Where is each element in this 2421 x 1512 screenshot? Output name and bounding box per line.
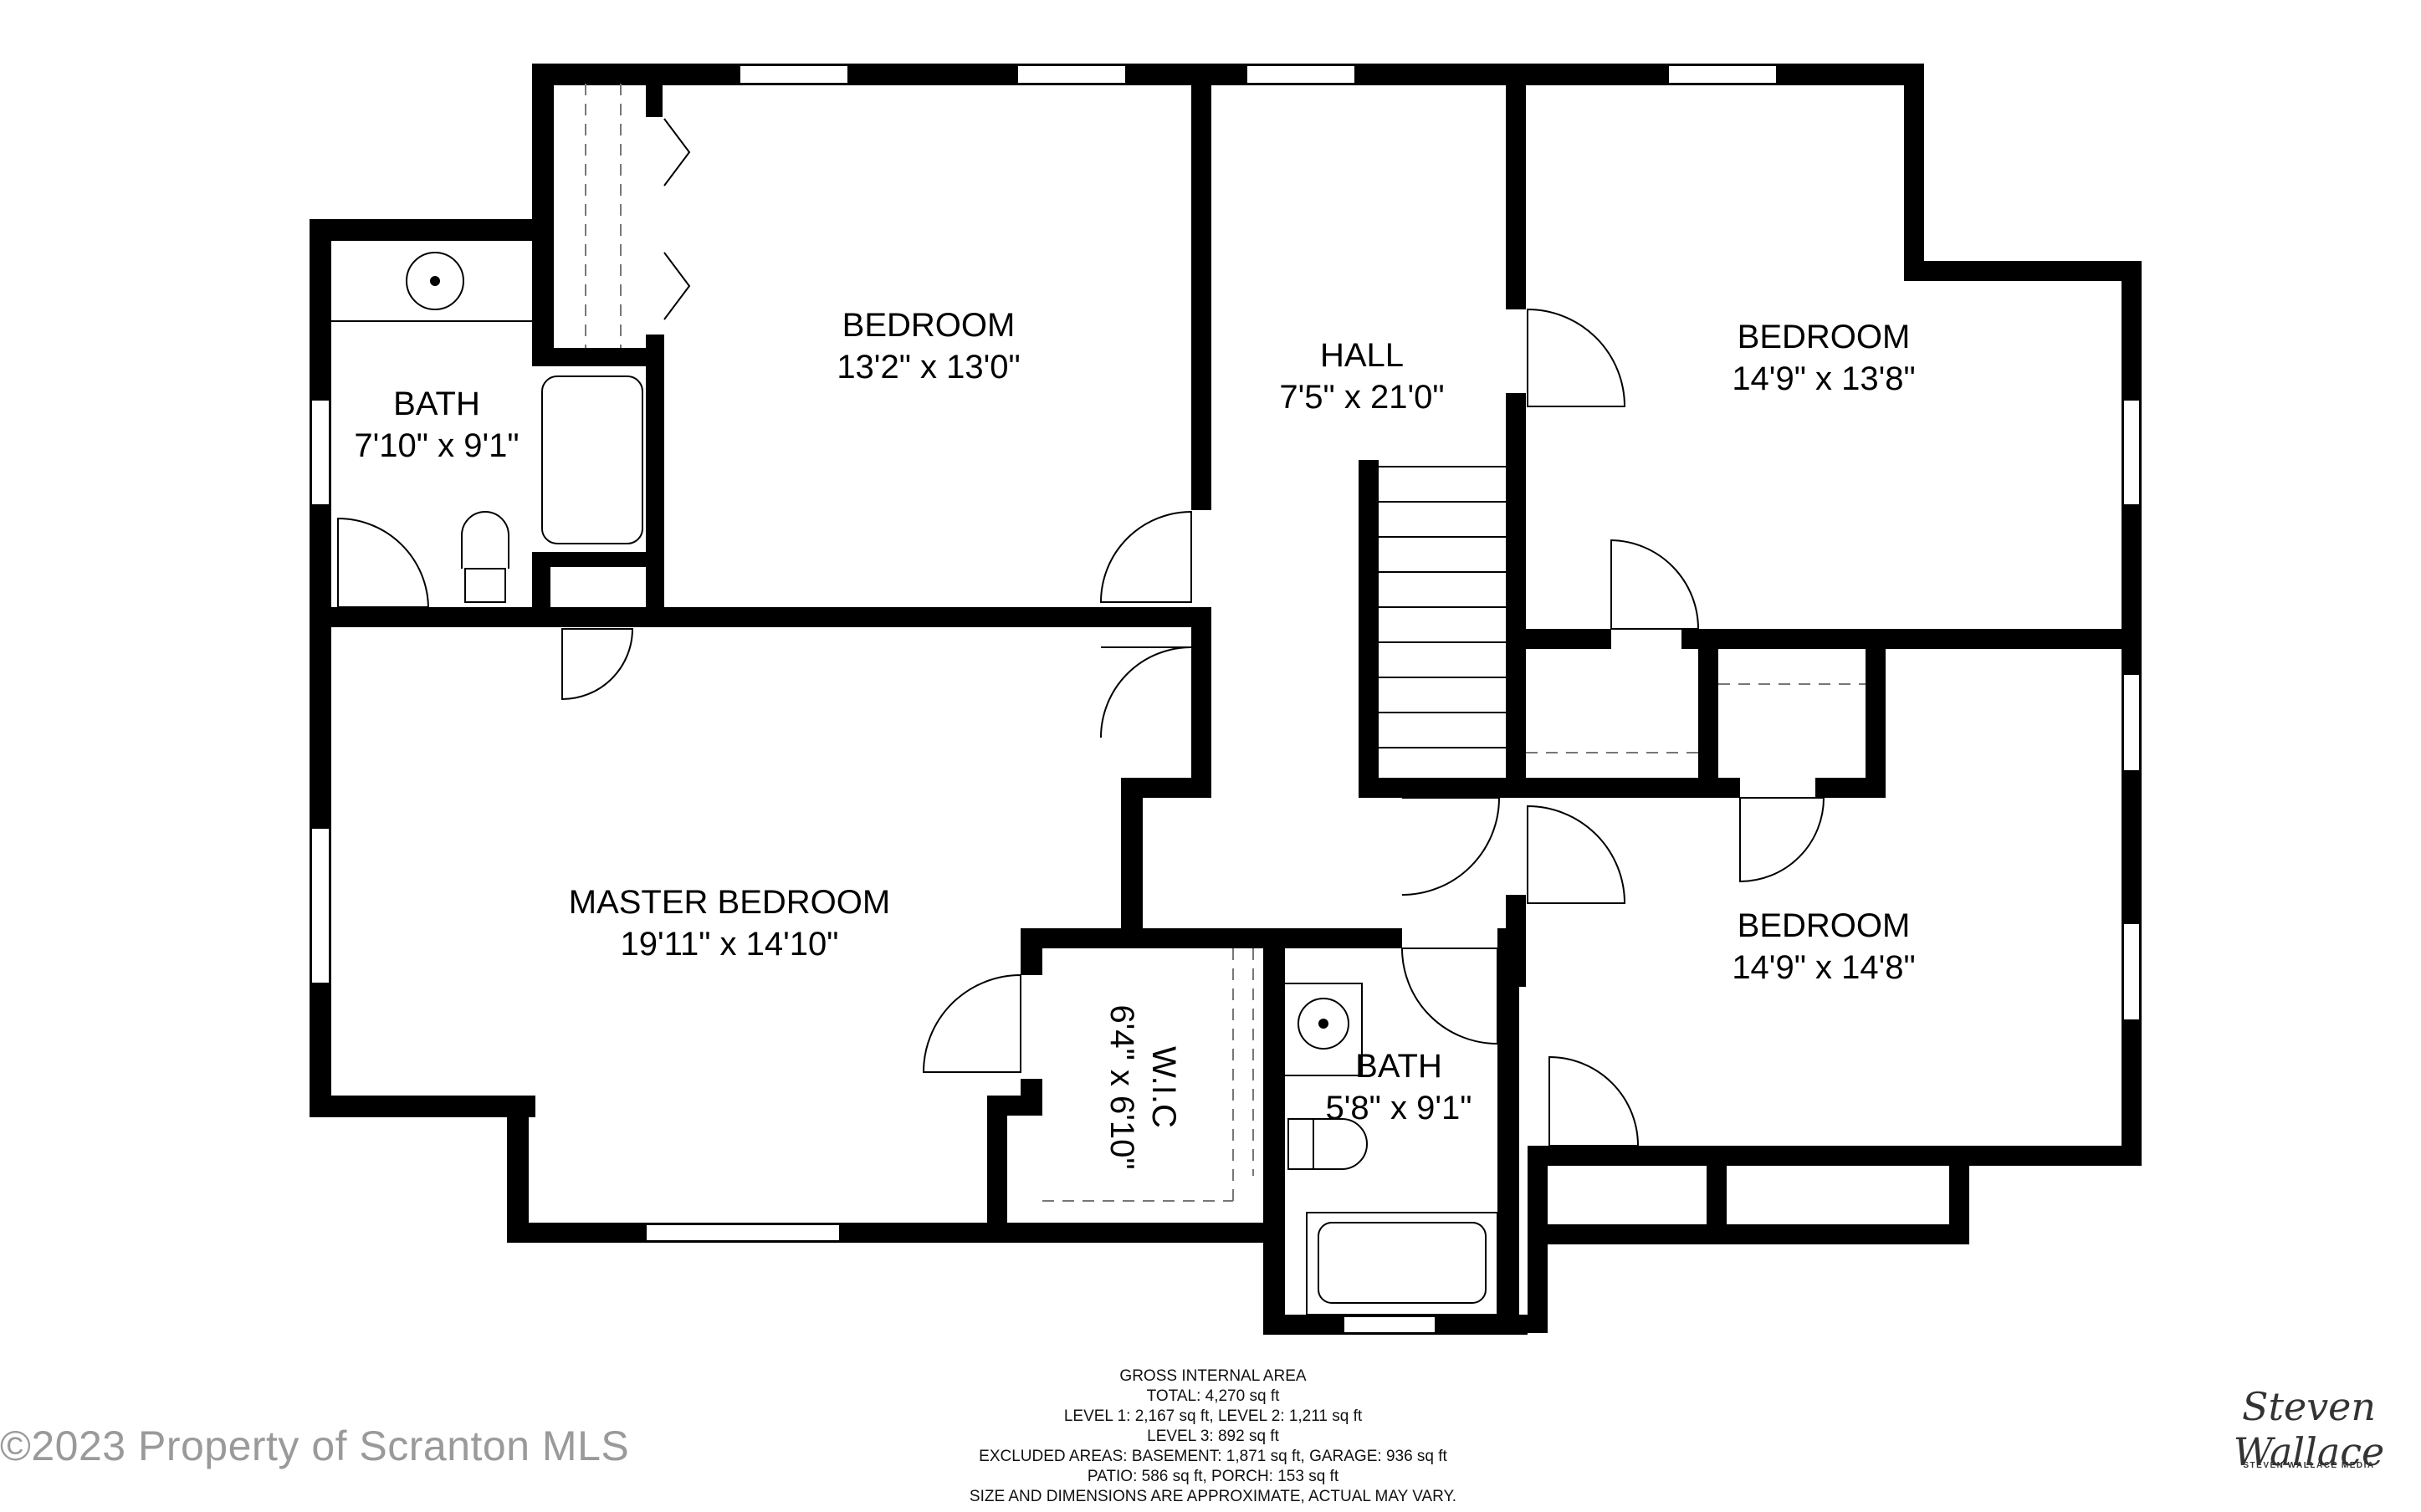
room-dims-wic: 6'4" x 6'10" [1103, 1004, 1140, 1169]
room-name-bedroom-2: BEDROOM [1738, 319, 1911, 355]
area-summary-levels: LEVEL 1: 2,167 sq ft, LEVEL 2: 1,211 sq … [1063, 1407, 1363, 1425]
room-name-hall: HALL [1320, 337, 1404, 374]
room-dims-bedroom-3: 14'9" x 14'8" [1732, 949, 1915, 986]
area-summary-excluded: EXCLUDED AREAS: BASEMENT: 1,871 sq ft, G… [979, 1448, 1447, 1465]
walls [310, 64, 2142, 1335]
wic-label-group: W.I.C 6'4" x 6'10" [1103, 1004, 1182, 1169]
brand-signature: Steven Wallace [2233, 1384, 2385, 1474]
room-name-bath-1: BATH [393, 386, 480, 422]
windows [310, 64, 2141, 1334]
area-summary-disclaimer: SIZE AND DIMENSIONS ARE APPROXIMATE, ACT… [969, 1488, 1457, 1505]
room-dims-bath-2: 5'8" x 9'1" [1326, 1090, 1472, 1126]
dashed-lines [585, 84, 1866, 1202]
doors [337, 118, 1825, 1147]
room-name-bedroom-3: BEDROOM [1738, 907, 1911, 944]
copyright-watermark: ©2023 Property of Scranton MLS [0, 1423, 630, 1469]
area-summary-patio: PATIO: 586 sq ft, PORCH: 153 sq ft [1087, 1468, 1339, 1485]
room-dims-bedroom-2: 14'9" x 13'8" [1732, 360, 1915, 397]
room-dims-bedroom-1: 13'2" x 13'0" [837, 349, 1020, 386]
brand-subtitle: STEVEN WALLACE MEDIA [2243, 1461, 2375, 1470]
area-summary-total: TOTAL: 4,270 sq ft [1146, 1387, 1280, 1405]
fixtures [331, 252, 1498, 1315]
room-labels: BEDROOM 13'2" x 13'0" BATH 7'10" x 9'1" … [354, 307, 1915, 1126]
stairs [1379, 466, 1506, 748]
room-dims-master-bedroom: 19'11" x 14'10" [621, 926, 839, 963]
area-summary-level3: LEVEL 3: 892 sq ft [1147, 1428, 1279, 1445]
room-name-wic: W.I.C [1145, 1046, 1182, 1128]
area-summary: GROSS INTERNAL AREA TOTAL: 4,270 sq ft L… [837, 1366, 1589, 1507]
area-summary-heading: GROSS INTERNAL AREA [1119, 1367, 1307, 1385]
room-name-master-bedroom: MASTER BEDROOM [569, 884, 890, 921]
room-dims-hall: 7'5" x 21'0" [1279, 379, 1444, 416]
room-dims-bath-1: 7'10" x 9'1" [354, 427, 519, 464]
brand-logo: Steven Wallace STEVEN WALLACE MEDIA [2217, 1384, 2401, 1493]
room-name-bedroom-1: BEDROOM [842, 307, 1016, 344]
room-name-bath-2: BATH [1355, 1048, 1442, 1085]
